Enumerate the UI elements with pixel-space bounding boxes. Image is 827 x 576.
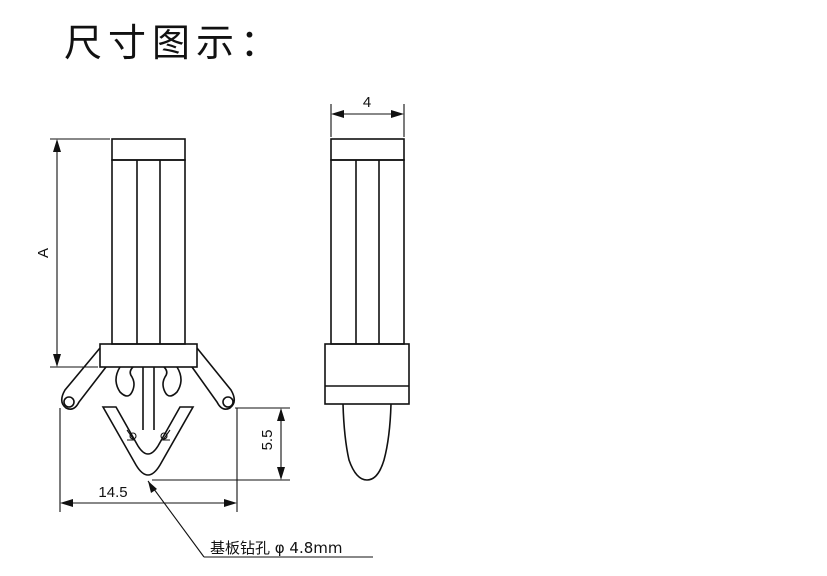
front-left-spring-arm — [60, 347, 107, 410]
dimension-barb-label: 5.5 — [259, 430, 276, 451]
side-collar — [324, 343, 410, 405]
callout-hole: 基板钻孔 φ 4.8mm — [147, 480, 373, 558]
front-left-hook — [115, 366, 135, 397]
dimension-side-width-label: 4 — [363, 94, 371, 111]
side-view — [324, 138, 410, 481]
front-shaft — [111, 159, 186, 345]
dimension-barb: 5.5 — [152, 407, 290, 481]
page-title: 尺寸图示： — [64, 21, 285, 65]
front-right-hook — [162, 366, 182, 397]
callout-hole-label: 基板钻孔 φ 4.8mm — [210, 539, 343, 557]
side-top-cap — [330, 138, 405, 161]
side-shaft — [330, 159, 405, 345]
front-collar — [99, 343, 198, 368]
dimension-height-label: A — [35, 248, 52, 258]
front-right-spring-arm — [191, 347, 236, 410]
front-view — [60, 138, 236, 476]
side-tip — [342, 403, 392, 481]
front-barbed-tip — [101, 406, 195, 476]
dimension-side-width: 4 — [330, 94, 405, 137]
dimension-height: A — [35, 138, 110, 368]
dimension-span: 14.5 — [59, 408, 238, 512]
dimension-span-label: 14.5 — [98, 484, 127, 501]
front-top-cap — [111, 138, 186, 161]
